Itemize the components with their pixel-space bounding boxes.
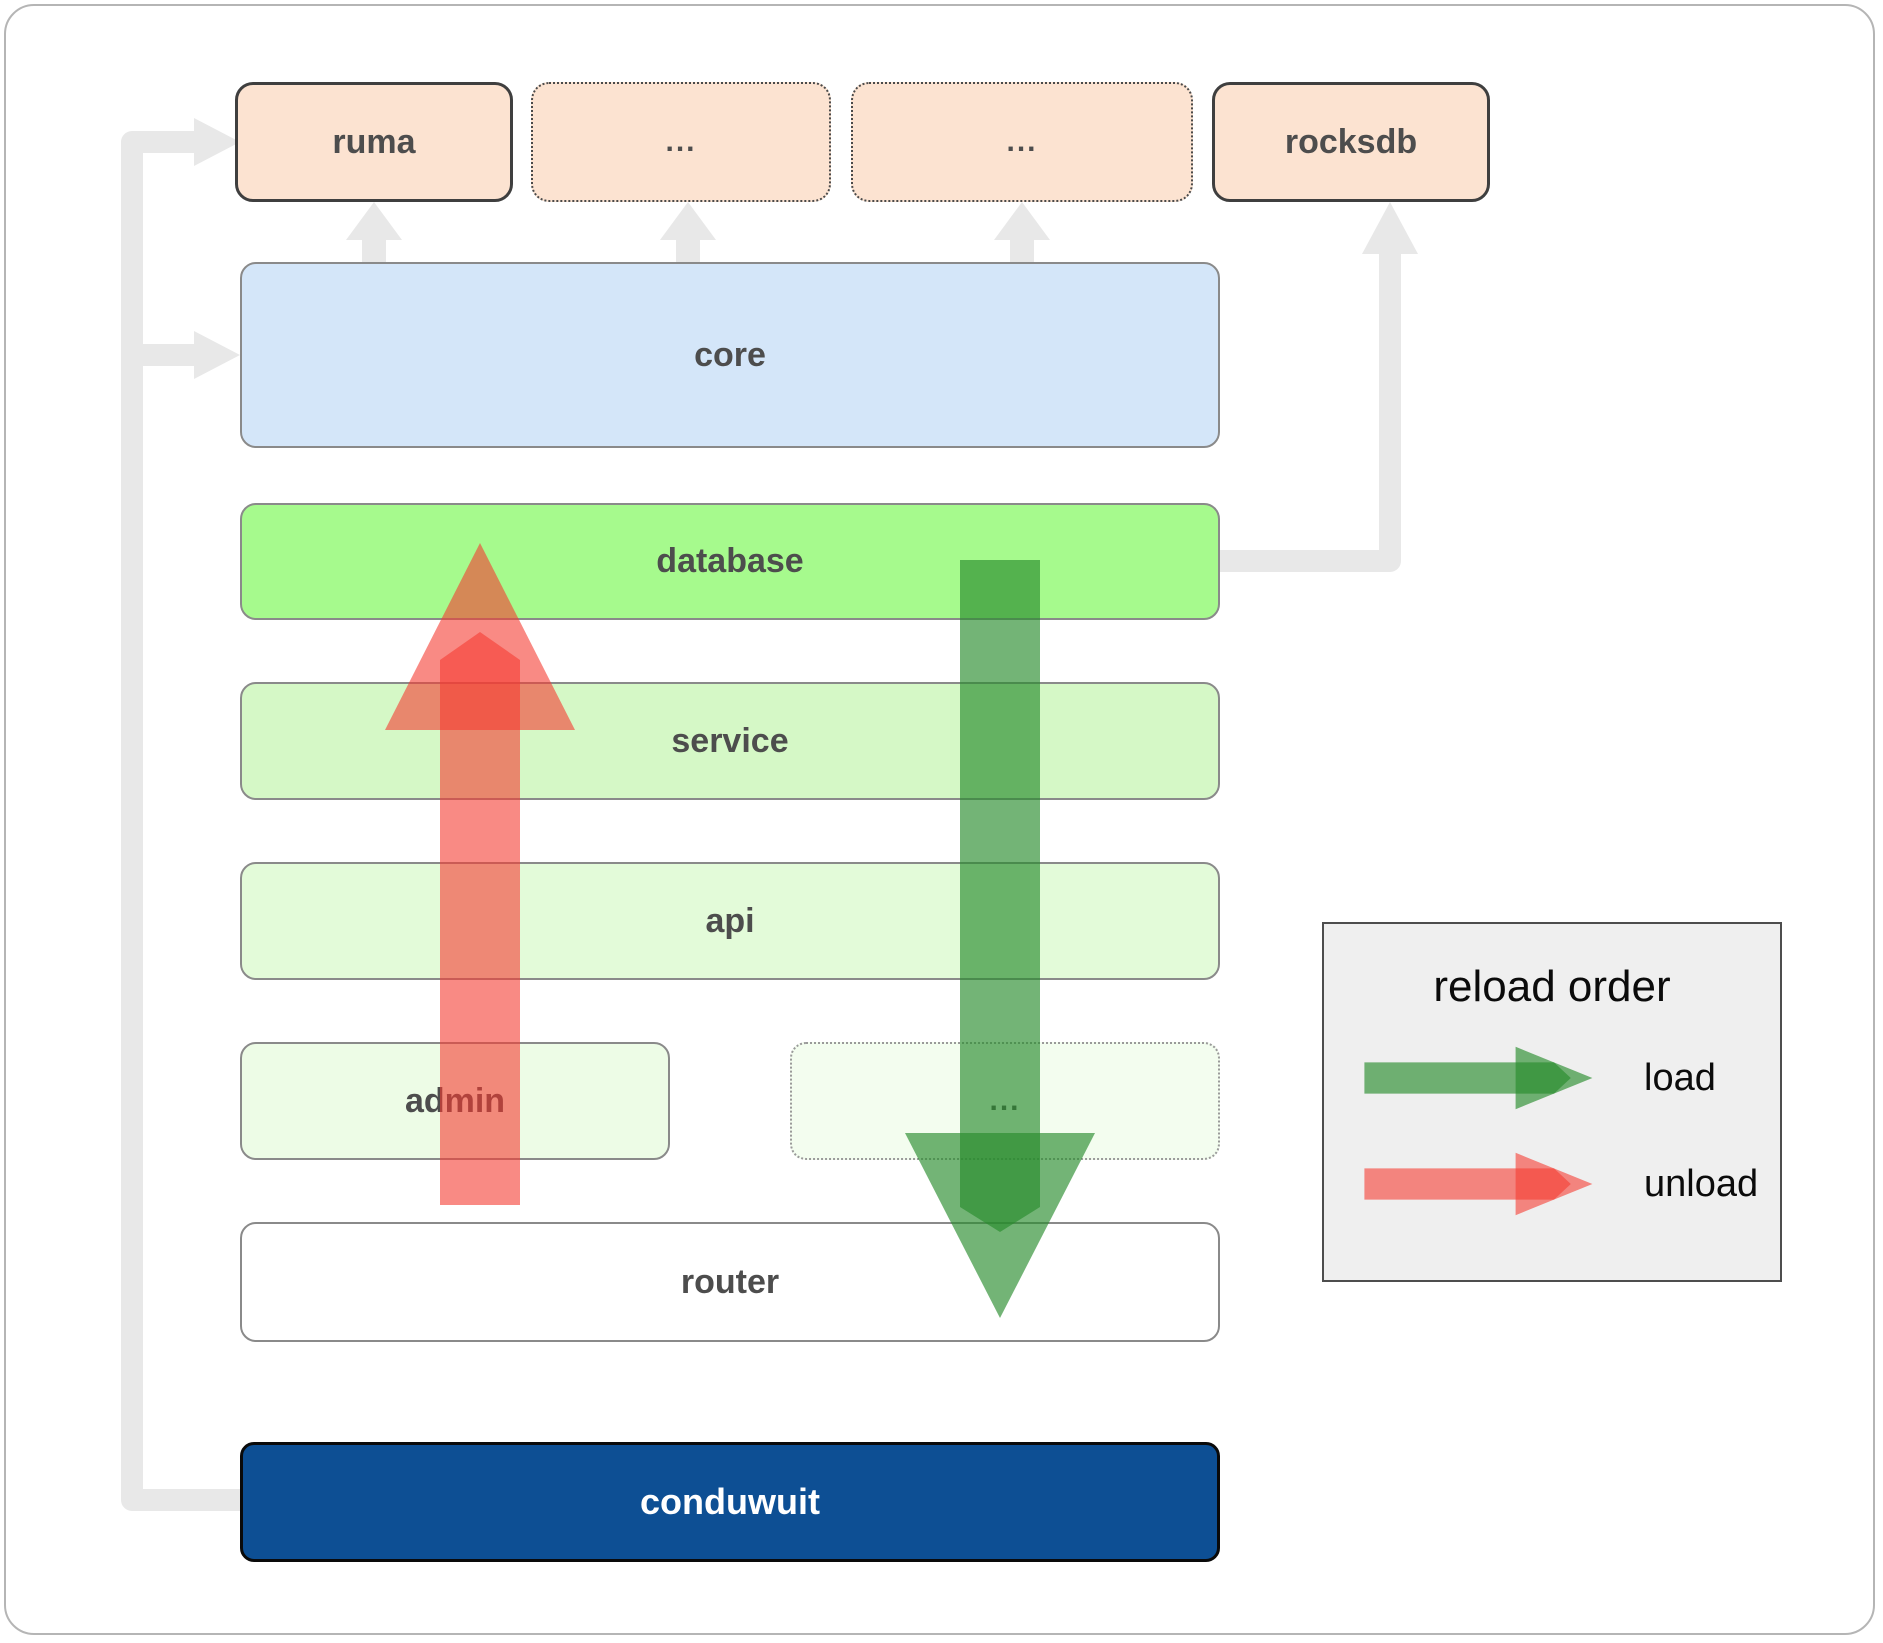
box-misc2-label: ... [1006,125,1038,158]
box-database: database [240,503,1220,620]
unload-arrow-icon [1364,1152,1593,1216]
box-api-label: api [705,901,755,940]
load-arrow-icon [1364,1046,1593,1110]
box-admin: admin [240,1042,670,1160]
box-api: api [240,862,1220,980]
box-ruma-label: ruma [332,122,416,161]
legend-title: reload order [1433,962,1671,1011]
box-service: service [240,682,1220,800]
box-admin-misc-label: ... [989,1084,1021,1117]
box-admin-misc: ... [790,1042,1220,1160]
box-ruma: ruma [235,82,513,202]
box-misc-crates-1: ... [531,82,831,202]
box-core-label: core [694,335,766,374]
box-admin-label: admin [404,1081,506,1120]
box-router-label: router [680,1262,780,1301]
box-rocksdb: rocksdb [1212,82,1490,202]
box-conduwuit: conduwuit [240,1442,1220,1562]
box-rocksdb-label: rocksdb [1284,122,1418,161]
legend-unload-label: unload [1644,1162,1759,1205]
page-border [4,4,1875,1635]
box-conduwuit-label: conduwuit [640,1481,820,1522]
box-router: router [240,1222,1220,1342]
legend-load-label: load [1644,1056,1716,1099]
box-service-label: service [671,721,789,760]
box-misc-crates-2: ... [851,82,1193,202]
legend-item-unload: unload [1362,1144,1780,1224]
box-misc1-label: ... [665,125,697,158]
box-database-label: database [656,542,804,580]
legend-item-load: load [1362,1038,1780,1118]
legend-box: reload order load unload [1322,922,1782,1282]
box-core: core [240,262,1220,448]
